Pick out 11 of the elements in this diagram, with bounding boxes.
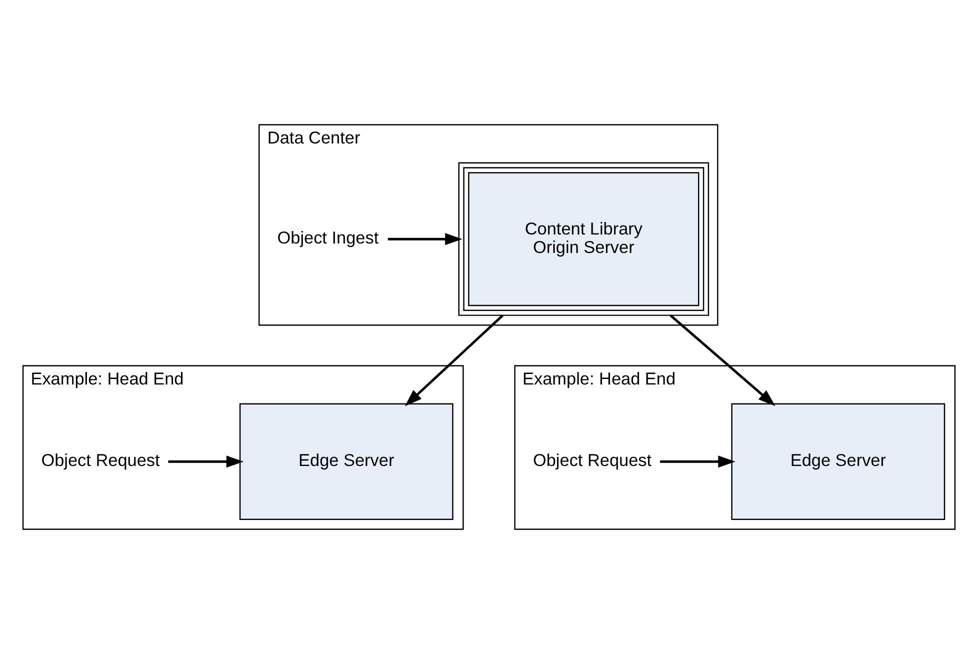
arrow: [660, 456, 736, 468]
node-box: Edge Server: [239, 403, 454, 520]
arrow: [168, 456, 244, 468]
node-text: Object Request: [41, 450, 160, 470]
node-text: Object Ingest: [277, 228, 379, 248]
arrow: [670, 314, 776, 406]
node-text: Object Request: [532, 450, 652, 470]
arrow: [404, 314, 504, 406]
arrow: [388, 233, 462, 246]
node-box: Content Library Origin Server: [458, 162, 710, 316]
node-box: Edge Server: [731, 403, 946, 520]
